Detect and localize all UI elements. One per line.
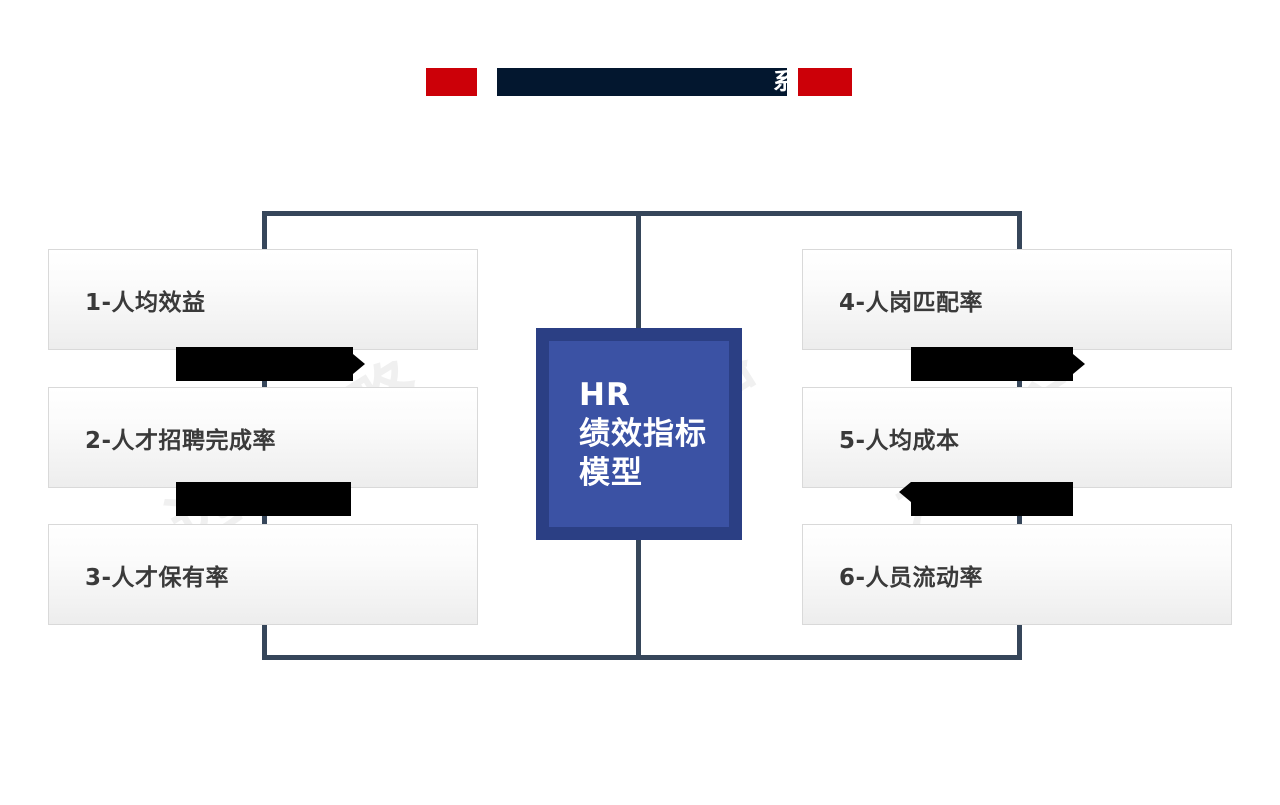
left-lower-redaction	[176, 482, 351, 516]
center-line-2: 绩效指标	[579, 415, 707, 452]
indicator-box-6[interactable]: 6-人员流动率	[802, 524, 1232, 625]
indicator-label-3: 3-人才保有率	[85, 564, 230, 591]
indicator-label-2: 2-人才招聘完成率	[85, 427, 277, 454]
connector-top-horizontal	[262, 211, 1022, 216]
center-line-3: 模型	[579, 454, 643, 491]
center-model-inner: HR 绩效指标 模型	[549, 341, 729, 527]
indicator-label-4: 4-人岗匹配率	[839, 289, 984, 316]
slide-title-bar: 系	[0, 68, 1280, 96]
indicator-label-5: 5-人均成本	[839, 427, 960, 454]
page-title: 系	[773, 69, 797, 95]
title-accent-left	[426, 68, 477, 96]
indicator-box-5[interactable]: 5-人均成本	[802, 387, 1232, 488]
arrow-right-icon	[353, 354, 365, 374]
connector-center-bottom	[636, 540, 641, 660]
connector-bottom-horizontal	[262, 655, 1022, 660]
title-accent-right	[798, 68, 852, 96]
indicator-box-3[interactable]: 3-人才保有率	[48, 524, 478, 625]
right-lower-redaction	[911, 482, 1073, 516]
arrow-left-icon	[899, 482, 911, 502]
left-upper-redaction	[176, 347, 353, 381]
indicator-box-4[interactable]: 4-人岗匹配率	[802, 249, 1232, 350]
indicator-box-2[interactable]: 2-人才招聘完成率	[48, 387, 478, 488]
indicator-label-6: 6-人员流动率	[839, 564, 984, 591]
title-redaction	[497, 68, 787, 96]
center-line-1: HR	[579, 376, 631, 413]
indicator-box-1[interactable]: 1-人均效益	[48, 249, 478, 350]
arrow-right-icon-2	[1073, 354, 1085, 374]
indicator-label-1: 1-人均效益	[85, 289, 206, 316]
connector-center-top	[636, 211, 641, 331]
center-model-box[interactable]: HR 绩效指标 模型	[536, 328, 742, 540]
right-upper-redaction	[911, 347, 1073, 381]
